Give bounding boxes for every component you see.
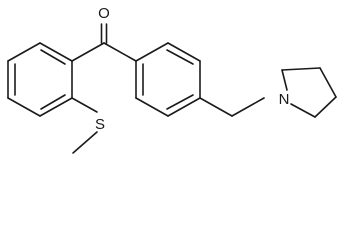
left-ring-bond-1 [39, 42, 73, 62]
pyrrolidine-bond-5 [290, 103, 316, 118]
pyrrolidine-ring [281, 67, 337, 118]
pyrrolidine-bond-3 [319, 67, 337, 98]
right-ring-inner-bond-b [166, 94, 194, 110]
left-ring-inner-bond-c [40, 94, 66, 110]
right-ring-bond-4 [167, 97, 201, 117]
oxygen-atom: O [98, 5, 110, 22]
methylthio-group: S [71, 97, 105, 154]
methylene-to-nitrogen-bond [231, 97, 265, 117]
diagram-background [0, 0, 348, 172]
sulfur-to-methyl-bond [72, 131, 98, 154]
carbonyl-group [71, 23, 137, 62]
left-ring-inner-bond-a [40, 49, 66, 65]
ring-to-methylene-bond [199, 97, 233, 117]
nitrogen-atom: N [279, 91, 290, 108]
right-ring-bond-5 [135, 97, 169, 117]
pyrrolidine-bond-4 [314, 96, 337, 118]
right-ring-bond-2 [167, 42, 201, 62]
pyrrolidinylmethyl-group: N [199, 91, 290, 117]
carbonyl-to-right-ring-bond [103, 42, 137, 62]
pyrrolidine-bond-2 [281, 67, 321, 71]
sulfur-atom: S [95, 116, 105, 133]
right-benzene-ring [135, 42, 201, 117]
structure-diagram: S O N [0, 0, 348, 172]
left-benzene-ring [7, 42, 73, 117]
right-ring-inner-bond-a [166, 49, 194, 65]
left-ring-bond-2 [7, 42, 41, 62]
carbonyl-to-left-ring-bond [71, 42, 105, 62]
ring-to-sulfur-bond [71, 97, 98, 113]
left-ring-bond-4 [7, 97, 41, 117]
right-ring-bond-1 [135, 42, 169, 62]
left-ring-bond-5 [39, 97, 73, 117]
pyrrolidine-bond-1 [281, 69, 288, 91]
